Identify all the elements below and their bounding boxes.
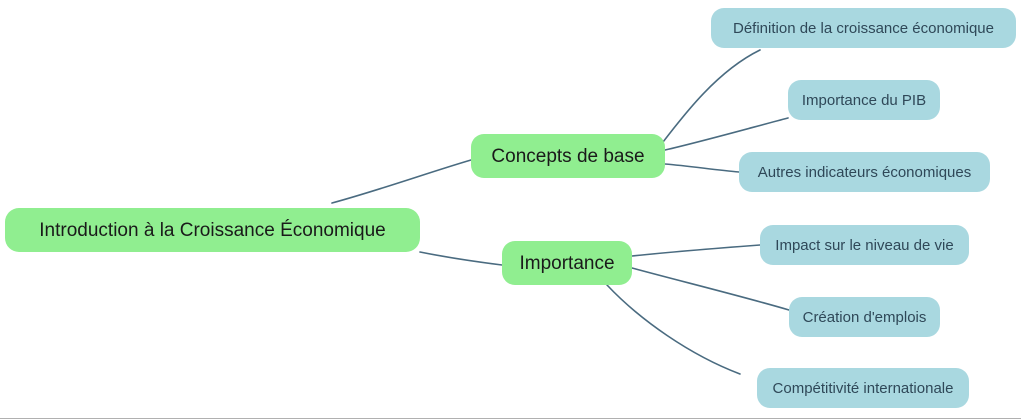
node-impact-niveau-de-vie-label: Impact sur le niveau de vie	[775, 236, 954, 254]
node-importance-du-pib[interactable]: Importance du PIB	[788, 80, 940, 120]
node-importance-du-pib-label: Importance du PIB	[801, 91, 927, 109]
edge-importance-niveau-de-vie	[631, 244, 761, 257]
node-concepts-de-base[interactable]: Concepts de base	[471, 134, 665, 178]
edge-concepts-autres-indicateurs	[664, 163, 740, 173]
node-competitivite-internationale-label: Compétitivité internationale	[772, 379, 954, 397]
edge-concepts-definition	[659, 49, 761, 147]
node-impact-niveau-de-vie[interactable]: Impact sur le niveau de vie	[760, 225, 969, 265]
node-autres-indicateurs-label: Autres indicateurs économiques	[757, 163, 972, 181]
edge-importance-competitivite	[606, 284, 741, 375]
node-concepts-de-base-label: Concepts de base	[491, 145, 645, 167]
node-creation-emplois[interactable]: Création d'emplois	[789, 297, 940, 337]
node-autres-indicateurs[interactable]: Autres indicateurs économiques	[739, 152, 990, 192]
edge-root-importance	[419, 251, 503, 266]
edge-concepts-importance-pib	[664, 117, 789, 151]
node-importance-label: Importance	[519, 252, 615, 274]
node-root-label: Introduction à la Croissance Économique	[39, 219, 386, 241]
node-definition-croissance[interactable]: Définition de la croissance économique	[711, 8, 1016, 48]
node-definition-croissance-label: Définition de la croissance économique	[733, 19, 994, 37]
edge-importance-creation-emplois	[631, 267, 790, 311]
node-importance[interactable]: Importance	[502, 241, 632, 285]
node-competitivite-internationale[interactable]: Compétitivité internationale	[757, 368, 969, 408]
edge-root-concepts	[331, 159, 472, 204]
node-root[interactable]: Introduction à la Croissance Économique	[5, 208, 420, 252]
node-creation-emplois-label: Création d'emplois	[802, 308, 927, 326]
